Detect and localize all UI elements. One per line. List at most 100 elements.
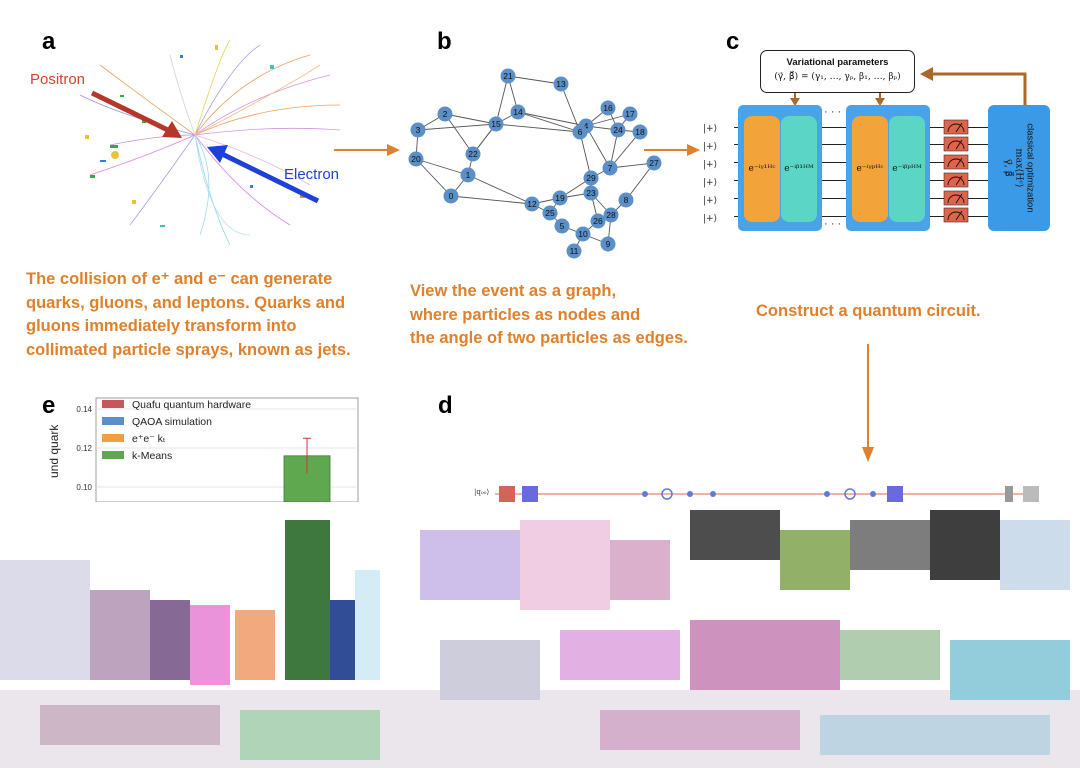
graph-edge bbox=[417, 123, 497, 131]
graph-edge bbox=[415, 158, 469, 176]
graph-edge bbox=[517, 111, 581, 133]
chart-ytick-label: 0.14 bbox=[76, 405, 92, 414]
graph-node bbox=[443, 188, 459, 204]
graph-node-label: 13 bbox=[556, 79, 566, 89]
graph-edge bbox=[467, 174, 533, 205]
legend-label: e⁺e⁻ kₜ bbox=[132, 433, 166, 445]
optimizer-objective: max⟨Hᶜ⟩ bbox=[1013, 148, 1025, 188]
feedback-arrows bbox=[790, 67, 1027, 108]
collision-event-image bbox=[79, 39, 341, 246]
legend-label: Quafu quantum hardware bbox=[132, 399, 251, 411]
graph-node bbox=[553, 76, 569, 92]
graph-node bbox=[603, 207, 619, 223]
cost-unitary-1-label: e⁻ⁱᵞ¹ᴴᶜ bbox=[748, 164, 776, 174]
graph-node-label: 5 bbox=[560, 221, 565, 231]
panel-b-letter: b bbox=[437, 28, 452, 55]
graph-node-label: 10 bbox=[578, 229, 588, 239]
panel-c-letter: c bbox=[726, 28, 740, 55]
graph-node-label: 24 bbox=[613, 125, 623, 135]
optimizer-params: γ⃗, β⃗ bbox=[1002, 159, 1014, 177]
graph-edge bbox=[495, 75, 509, 125]
graph-node bbox=[510, 104, 526, 120]
graph-node bbox=[500, 68, 516, 84]
legend-swatch bbox=[102, 451, 124, 459]
graph-edge bbox=[579, 131, 592, 179]
graph-edge bbox=[450, 195, 533, 205]
positron-label: Positron bbox=[30, 71, 86, 88]
graph-node-label: 9 bbox=[606, 239, 611, 249]
legend-label: QAOA simulation bbox=[132, 416, 212, 428]
graph-node-label: 2 bbox=[443, 109, 448, 119]
cost-unitary-1: e⁻ⁱᵞ¹ᴴᶜ bbox=[744, 116, 780, 222]
graph-node bbox=[575, 226, 591, 242]
caption-a-line-2: quarks, gluons, and leptons. Quarks and bbox=[26, 293, 346, 312]
caption-b-line-2: where particles as nodes and bbox=[410, 305, 641, 324]
hardware-circuit-diagram bbox=[495, 486, 1039, 502]
graph-node-label: 28 bbox=[606, 210, 616, 220]
arrow-c-to-d bbox=[862, 344, 874, 462]
graph-node bbox=[408, 151, 424, 167]
variational-params-title: Variational parameters bbox=[786, 57, 889, 68]
electron-label: Electron bbox=[284, 166, 340, 183]
graph-node-label: 17 bbox=[625, 109, 635, 119]
graph-node-label: 0 bbox=[449, 191, 454, 201]
ket-label: |+⟩ bbox=[703, 124, 718, 134]
graph-node bbox=[610, 122, 626, 138]
graph-node-label: 20 bbox=[411, 154, 421, 164]
graph-node-label: 25 bbox=[545, 208, 555, 218]
caption-b: View the event as a graph, where particl… bbox=[410, 280, 688, 351]
graph-node bbox=[554, 218, 570, 234]
chart-ylabel: und quark bbox=[47, 424, 61, 478]
arrow-a-to-b bbox=[334, 144, 400, 156]
graph-edge bbox=[507, 75, 562, 85]
graph-node-label: 14 bbox=[513, 107, 523, 117]
graph-node-label: 3 bbox=[416, 125, 421, 135]
graph-node-label: 11 bbox=[570, 246, 579, 256]
ket-label: |+⟩ bbox=[703, 160, 718, 170]
graph-edge bbox=[517, 111, 587, 127]
caption-a-line-4: collimated particle sprays, known as jet… bbox=[26, 340, 351, 359]
graph-node bbox=[572, 124, 588, 140]
circuit-qubit-label: |q₀₀⟩ bbox=[474, 488, 490, 496]
graph-edge bbox=[609, 131, 641, 169]
graph-node bbox=[488, 116, 504, 132]
graph-node bbox=[583, 185, 599, 201]
graph-node-label: 6 bbox=[578, 127, 583, 137]
caption-b-line-3: the angle of two particles as edges. bbox=[410, 329, 688, 347]
caption-b-line-1: View the event as a graph, bbox=[410, 282, 617, 300]
graph-node bbox=[410, 122, 426, 138]
graph-node-label: 7 bbox=[608, 163, 613, 173]
ket-label: |+⟩ bbox=[703, 178, 718, 188]
arrow-b-to-c bbox=[644, 144, 700, 156]
graph-edge bbox=[625, 162, 655, 201]
legend-swatch bbox=[102, 400, 124, 408]
mixer-unitary-p: e⁻ⁱᵝᵖᴴᴹ bbox=[889, 116, 925, 222]
graph-node-label: 18 bbox=[635, 127, 645, 137]
graph-node bbox=[602, 160, 618, 176]
graph-node-label: 21 bbox=[503, 71, 513, 81]
legend-swatch bbox=[102, 434, 124, 442]
cost-unitary-p: e⁻ⁱᵞᵖᴴᶜ bbox=[852, 116, 888, 222]
graph-edge bbox=[415, 158, 452, 197]
graph-node bbox=[465, 146, 481, 162]
ellipsis-bottom: · · · bbox=[824, 218, 842, 230]
ket-label: |+⟩ bbox=[703, 214, 718, 224]
graph-node bbox=[590, 213, 606, 229]
variational-params-formula: (γ⃗, β⃗) = (γ₁, …, γₚ, β₁, …, βₚ) bbox=[774, 72, 901, 82]
caption-a-line-3: gluons immediately transform into bbox=[26, 317, 297, 335]
graph-edge bbox=[585, 125, 611, 169]
graph-node bbox=[583, 170, 599, 186]
ket-label: |+⟩ bbox=[703, 196, 718, 206]
graph-node bbox=[646, 155, 662, 171]
graph-node-label: 8 bbox=[624, 195, 629, 205]
legend-swatch bbox=[102, 417, 124, 425]
graph-node bbox=[460, 167, 476, 183]
mixer-unitary-p-label: e⁻ⁱᵝᵖᴴᴹ bbox=[892, 164, 922, 174]
graph-node-label: 29 bbox=[586, 173, 596, 183]
detector-hits bbox=[85, 45, 305, 227]
graph-node bbox=[600, 100, 616, 116]
graph-edge bbox=[444, 113, 497, 125]
caption-a: The collision of e⁺ and e⁻ can generate … bbox=[26, 268, 351, 362]
